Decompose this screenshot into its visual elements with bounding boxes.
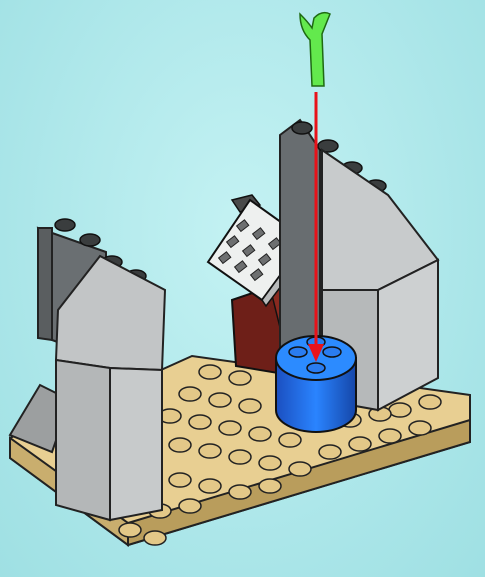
green-lever — [300, 13, 330, 86]
